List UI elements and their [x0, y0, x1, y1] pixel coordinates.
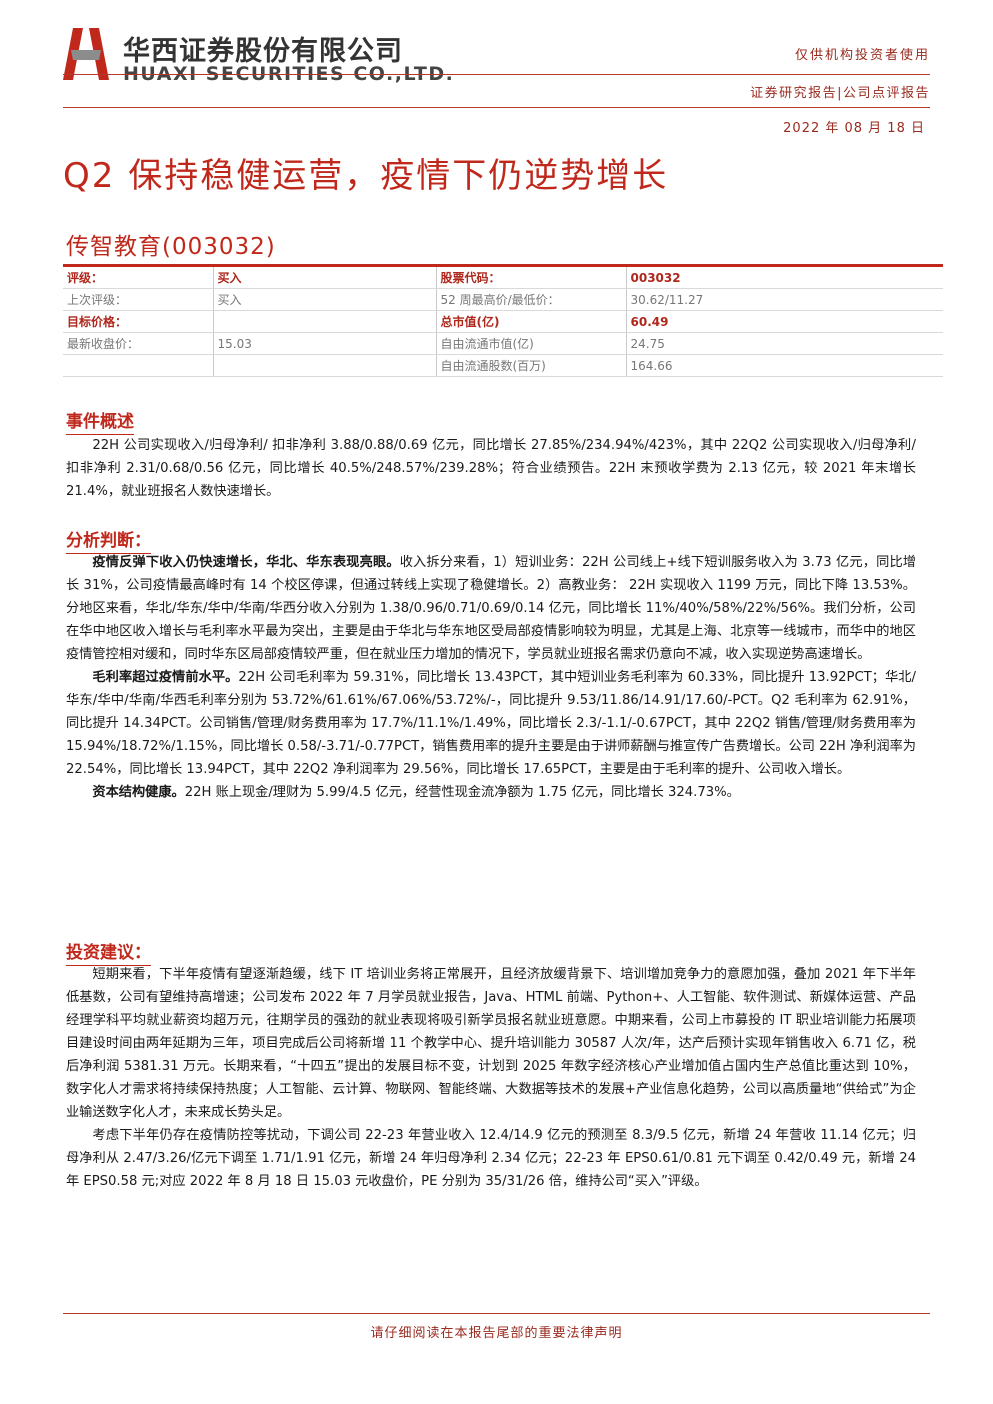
header-divider [63, 74, 930, 75]
analysis-paragraph-2: 毛利率超过疫情前水平。22H 公司毛利率为 59.31%，同比增长 13.43P… [66, 666, 916, 781]
rating-value: 买入 [213, 264, 437, 289]
close-price-value: 15.03 [213, 332, 437, 355]
report-title: Q2 保持稳健运营，疫情下仍逆势增长 [63, 156, 669, 196]
empty-cell [213, 354, 437, 377]
prev-rating-value: 买入 [213, 288, 437, 311]
company-ticker-title: 传智教育(003032) [66, 234, 276, 260]
analysis-point-2-text: 22H 公司毛利率为 59.31%，同比增长 13.43PCT，其中短训业务毛利… [66, 670, 916, 777]
float-shares-label: 自由流通股数(百万) [436, 354, 627, 377]
huaxi-logo-icon [63, 28, 109, 80]
audience-note: 仅供机构投资者使用 [794, 48, 930, 63]
event-body: 22H 公司实现收入/归母净利/ 扣非净利 3.88/0.88/0.69 亿元，… [66, 434, 916, 503]
advice-body: 短期来看，下半年疫情有望逐渐趋缓，线下 IT 培训业务将正常展开，且经济放缓背景… [66, 963, 916, 1193]
table-row: 自由流通股数(百万) 164.66 [63, 354, 943, 377]
analysis-point-3-title: 资本结构健康。 [92, 785, 185, 800]
advice-paragraph-2: 考虑下半年仍存在疫情防控等扰动，下调公司 22-23 年营业收入 12.4/14… [66, 1128, 916, 1189]
analysis-paragraph-1: 疫情反弹下收入仍快速增长，华北、华东表现亮眼。收入拆分来看，1）短训业务：22H… [66, 551, 916, 666]
table-row: 评级： 买入 股票代码： 003032 [63, 264, 943, 289]
float-shares-value: 164.66 [626, 354, 943, 377]
analysis-paragraph-3: 资本结构健康。22H 账上现金/理财为 5.99/4.5 亿元，经营性现金流净额… [66, 781, 916, 804]
stock-info-table: 评级： 买入 股票代码： 003032 上次评级： 买入 52 周最高价/最低价… [63, 264, 943, 377]
table-row: 最新收盘价： 15.03 自由流通市值(亿) 24.75 [63, 332, 943, 355]
company-name-cn: 华西证券股份有限公司 [123, 36, 403, 67]
stock-code-value: 003032 [626, 264, 943, 289]
footer-divider [63, 1313, 930, 1314]
header-divider-2 [63, 107, 930, 108]
stock-code-label: 股票代码： [436, 264, 627, 289]
market-cap-value: 60.49 [626, 310, 943, 333]
report-type: 证券研究报告|公司点评报告 [750, 86, 930, 101]
float-cap-label: 自由流通市值(亿) [436, 332, 627, 355]
target-price-label: 目标价格： [63, 310, 214, 333]
table-row: 目标价格： 总市值(亿) 60.49 [63, 310, 943, 333]
analysis-body: 疫情反弹下收入仍快速增长，华北、华东表现亮眼。收入拆分来看，1）短训业务：22H… [66, 551, 916, 804]
section-heading-event: 事件概述 [66, 407, 134, 435]
52w-range-value: 30.62/11.27 [626, 288, 943, 311]
close-price-label: 最新收盘价： [63, 332, 214, 355]
table-row: 上次评级： 买入 52 周最高价/最低价： 30.62/11.27 [63, 288, 943, 311]
52w-range-label: 52 周最高价/最低价： [436, 288, 627, 311]
target-price-value [213, 310, 437, 333]
rating-label: 评级： [63, 264, 214, 289]
prev-rating-label: 上次评级： [63, 288, 214, 311]
analysis-point-3-text: 22H 账上现金/理财为 5.99/4.5 亿元，经营性现金流净额为 1.75 … [184, 785, 740, 800]
analysis-point-1-text: 收入拆分来看，1）短训业务：22H 公司线上+线下短训服务收入为 3.73 亿元… [66, 555, 916, 662]
advice-paragraph-1: 短期来看，下半年疫情有望逐渐趋缓，线下 IT 培训业务将正常展开，且经济放缓背景… [66, 967, 916, 1120]
float-cap-value: 24.75 [626, 332, 943, 355]
report-date: 2022 年 08 月 18 日 [783, 121, 925, 136]
analysis-point-2-title: 毛利率超过疫情前水平。 [92, 670, 239, 685]
legal-notice: 请仔细阅读在本报告尾部的重要法律声明 [370, 1326, 623, 1341]
analysis-point-1-title: 疫情反弹下收入仍快速增长，华北、华东表现亮眼。 [92, 555, 400, 570]
section-heading-advice: 投资建议： [66, 938, 151, 966]
market-cap-label: 总市值(亿) [436, 310, 627, 333]
empty-cell [63, 354, 214, 377]
section-heading-analysis: 分析判断： [66, 526, 151, 554]
event-paragraph: 22H 公司实现收入/归母净利/ 扣非净利 3.88/0.88/0.69 亿元，… [66, 438, 916, 499]
